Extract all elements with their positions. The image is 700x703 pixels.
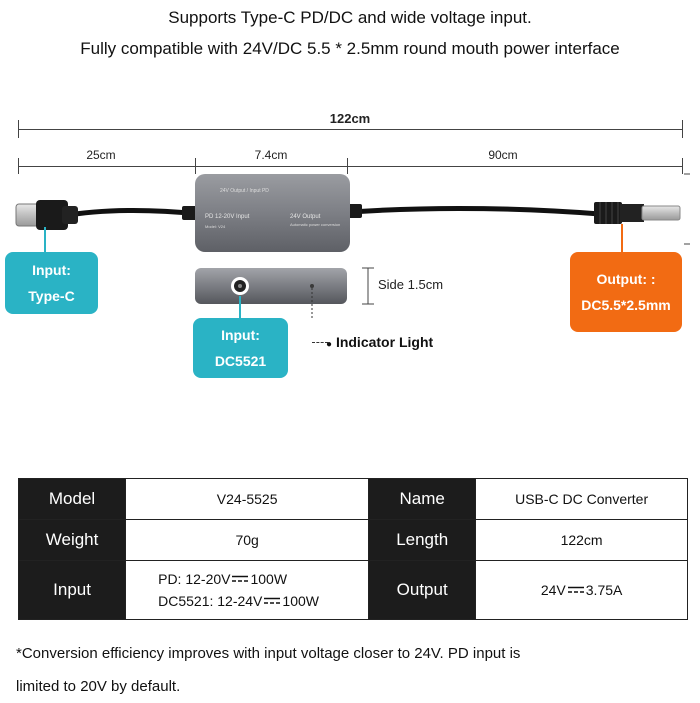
callout-input-typec-line2: Type-C bbox=[28, 288, 75, 304]
output-current: 3.75A bbox=[585, 582, 623, 598]
table-row: Model V24-5525 Name USB-C DC Converter bbox=[17, 478, 688, 520]
value-model: V24-5525 bbox=[125, 478, 370, 520]
headline-line-2: Fully compatible with 24V/DC 5.5 * 2.5mm… bbox=[80, 39, 620, 58]
dimension-total-label: 122cm bbox=[310, 111, 390, 126]
value-output: 24V 3.75A bbox=[475, 560, 688, 620]
dc-symbol-icon bbox=[567, 587, 584, 594]
callout-output: Output: : DC5.5*2.5mm bbox=[570, 252, 682, 332]
footnote-line-1: *Conversion efficiency improves with inp… bbox=[16, 645, 521, 662]
dc-symbol-icon bbox=[232, 576, 249, 583]
indicator-leader bbox=[312, 342, 328, 343]
bullet-icon: ● bbox=[326, 339, 333, 350]
header-name: Name bbox=[368, 478, 477, 520]
header-model: Model bbox=[17, 478, 127, 520]
callout-input-typec-line1: Input: bbox=[32, 262, 71, 278]
left-cable bbox=[61, 207, 201, 219]
value-input-pd: PD: 12-20V 100W bbox=[158, 568, 368, 590]
indicator-light-label: ● Indicator Light bbox=[326, 334, 433, 350]
dimension-right-label: 90cm bbox=[488, 148, 518, 162]
value-length: 122cm bbox=[475, 519, 688, 561]
indicator-light-dot bbox=[310, 284, 314, 288]
svg-text:PD 12-20V Input: PD 12-20V Input bbox=[205, 214, 250, 220]
callout-input-dc-line2: DC5521 bbox=[214, 353, 267, 369]
callout-input-dc5521: Input: DC5521 bbox=[193, 318, 288, 378]
side-thickness-label: Side 1.5cm bbox=[378, 277, 444, 292]
converter-side-view bbox=[195, 268, 347, 304]
typec-plug-body bbox=[36, 200, 68, 230]
dimension-left-label: 25cm bbox=[86, 148, 116, 162]
header-input: Input bbox=[17, 560, 127, 620]
value-input: PD: 12-20V 100W DC5521: 12-24V 100W bbox=[125, 560, 370, 620]
value-name: USB-C DC Converter bbox=[475, 478, 688, 520]
output-voltage: 24V bbox=[540, 582, 566, 598]
svg-text:24V Output: 24V Output bbox=[290, 214, 321, 220]
svg-text:Model: V24: Model: V24 bbox=[205, 224, 226, 229]
indicator-light-text: Indicator Light bbox=[335, 334, 434, 350]
input-pd-text: PD: 12-20V bbox=[158, 571, 231, 587]
value-input-dc: DC5521: 12-24V 100W bbox=[158, 590, 368, 612]
input-dc-text: DC5521: 12-24V bbox=[158, 593, 263, 609]
product-illustration: 24V Output / Input PD PD 12-20V Input 24… bbox=[15, 173, 690, 320]
value-weight: 70g bbox=[125, 519, 370, 561]
svg-text:24V Output / Input PD: 24V Output / Input PD bbox=[220, 188, 269, 194]
headline-line-1: Supports Type-C PD/DC and wide voltage i… bbox=[168, 8, 532, 27]
header-output: Output bbox=[368, 560, 477, 620]
callout-output-line2: DC5.5*2.5mm bbox=[581, 297, 671, 313]
callout-input-typec: Input: Type-C bbox=[5, 252, 98, 314]
callout-output-line1: Output: : bbox=[596, 271, 656, 287]
callout-input-dc-line1: Input: bbox=[221, 327, 260, 343]
svg-text:Automatic power conversion: Automatic power conversion bbox=[290, 222, 340, 227]
header-weight: Weight bbox=[17, 519, 127, 561]
table-row: Weight 70g Length 122cm bbox=[17, 519, 688, 561]
input-pd-power: 100W bbox=[250, 571, 288, 587]
footnote-line-2: limited to 20V by default. bbox=[16, 678, 181, 695]
header-length: Length bbox=[368, 519, 477, 561]
dc-symbol-icon bbox=[264, 598, 281, 605]
footnote: *Conversion efficiency improves with inp… bbox=[16, 637, 616, 703]
converter-body bbox=[195, 174, 350, 252]
dc-plug-barrel bbox=[641, 205, 681, 221]
right-cable bbox=[349, 205, 601, 217]
dimension-middle-label: 7.4cm bbox=[254, 148, 288, 162]
input-dc-power: 100W bbox=[282, 593, 319, 609]
spec-table: Model V24-5525 Name USB-C DC Converter W… bbox=[17, 478, 688, 620]
